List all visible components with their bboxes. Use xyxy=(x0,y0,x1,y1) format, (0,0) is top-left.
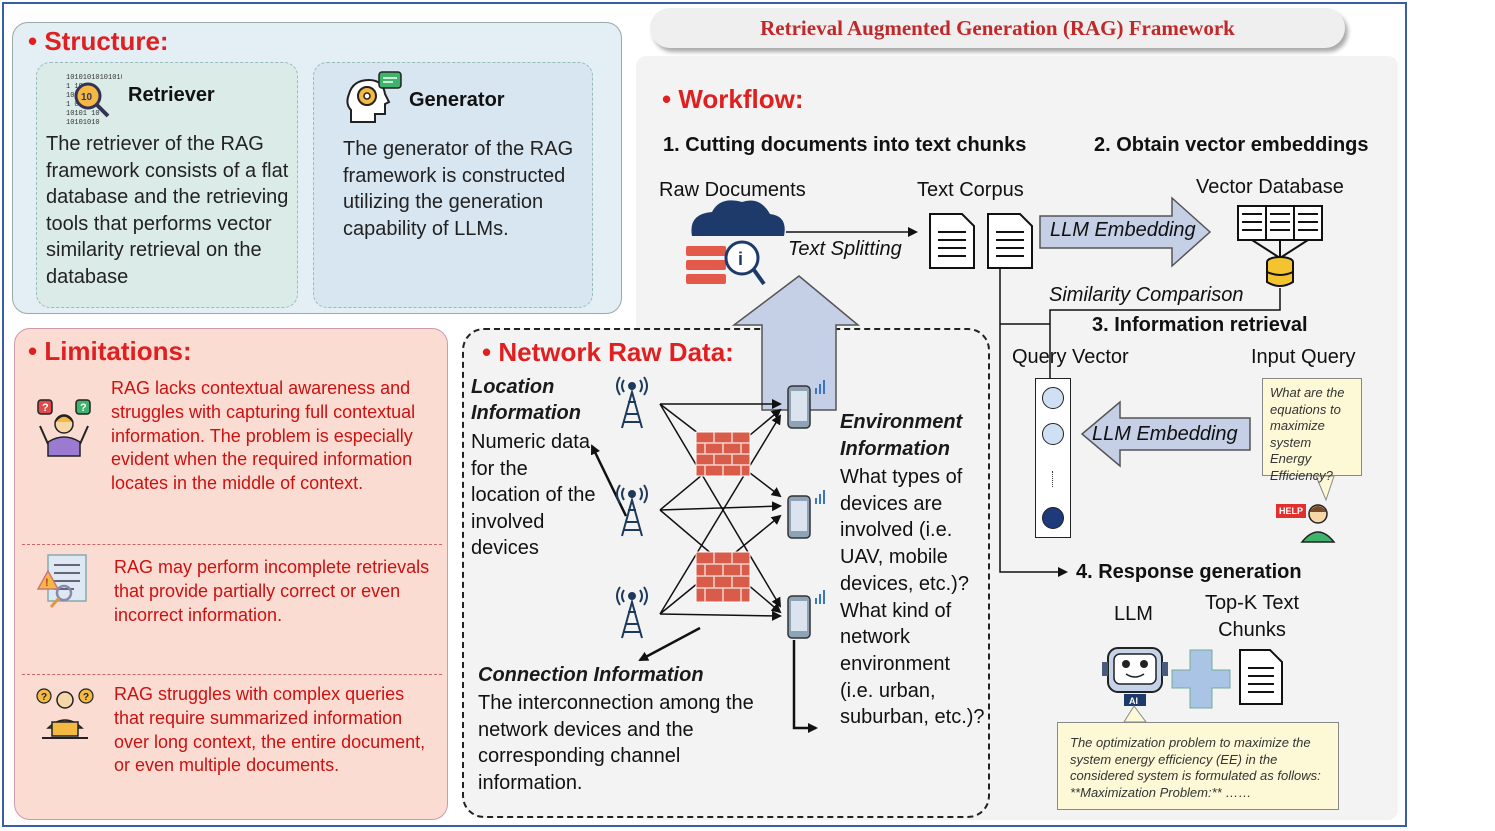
location-description: Numeric data for the location of the inv… xyxy=(471,431,596,559)
input-query-label: Input Query xyxy=(1251,346,1356,368)
questioning-person-icon: ? ? xyxy=(36,686,94,742)
limitation-divider xyxy=(22,674,442,675)
network-heading: • Network Raw Data: xyxy=(482,337,734,367)
step-2-title: 2. Obtain vector embeddings xyxy=(1094,134,1369,156)
outer-frame xyxy=(2,2,1407,827)
plus-icon xyxy=(1171,649,1231,709)
response-bubble: The optimization problem to maximize the… xyxy=(1057,722,1339,810)
svg-text:10101010101010: 10101010101010 xyxy=(66,74,122,82)
workflow-heading: • Workflow: xyxy=(662,84,804,114)
query-vector-label: Query Vector xyxy=(1012,346,1129,368)
environment-description: What types of devices are involved (i.e.… xyxy=(840,466,985,729)
location-title-line1: Location xyxy=(471,376,555,398)
cell-tower-icon xyxy=(616,586,648,639)
limitation-item-2: RAG may perform incomplete retrievals th… xyxy=(114,557,430,625)
environment-title-line1: Environment xyxy=(840,411,963,433)
llm-embedding-arrow xyxy=(1080,400,1251,468)
vector-element xyxy=(1042,507,1064,529)
retriever-description: The retriever of the RAG framework consi… xyxy=(46,133,289,288)
svg-text:10101 10: 10101 10 xyxy=(66,110,100,118)
svg-text:10: 10 xyxy=(81,92,93,103)
raw-documents-label: Raw Documents xyxy=(659,179,806,201)
document-warning-icon: ! xyxy=(34,553,94,611)
location-title-line2: Information xyxy=(471,402,581,424)
svg-text:?: ? xyxy=(83,692,89,703)
text-corpus-label: Text Corpus xyxy=(917,179,1024,201)
svg-text:?: ? xyxy=(41,692,47,703)
svg-text:?: ? xyxy=(42,402,49,414)
llm-robot-icon: AI xyxy=(1102,647,1168,706)
query-vector-icon xyxy=(1035,378,1071,538)
text-corpus-icon xyxy=(929,213,1033,269)
input-query-bubble: What are the equations to maximize syste… xyxy=(1262,378,1362,483)
top-k-label: Top-K Text Chunks xyxy=(1204,592,1300,641)
step-4-title: 4. Response generation xyxy=(1076,561,1302,583)
svg-text:?: ? xyxy=(80,402,87,414)
generator-title: Generator xyxy=(409,89,505,111)
limitation-item-1: RAG lacks contextual awareness and strug… xyxy=(111,378,416,494)
step-3-title: 3. Information retrieval xyxy=(1092,314,1308,336)
limitation-item-3: RAG struggles with complex queries that … xyxy=(114,684,426,776)
firewall-icon xyxy=(695,551,751,603)
retriever-title: Retriever xyxy=(128,84,215,106)
help-label: HELP xyxy=(1279,506,1304,516)
limitation-divider xyxy=(22,544,442,545)
text-splitting-label: Text Splitting xyxy=(788,238,902,260)
vector-element xyxy=(1042,423,1064,445)
firewall-icon xyxy=(695,431,751,477)
connection-title: Connection Information xyxy=(478,664,704,686)
vector-element xyxy=(1042,387,1064,409)
text-chunk-icon xyxy=(1239,649,1283,705)
mobile-phone-icon xyxy=(787,590,825,639)
raw-documents-icon: i xyxy=(686,200,785,286)
environment-title-line2: Information xyxy=(840,438,950,460)
generator-description: The generator of the RAG framework is co… xyxy=(343,138,574,240)
vector-database-icon xyxy=(1237,205,1323,287)
svg-text:1 101: 1 101 xyxy=(66,83,87,91)
step-1-title: 1. Cutting documents into text chunks xyxy=(663,134,1027,156)
llm-embedding-arrow xyxy=(1039,196,1212,268)
mobile-phone-icon xyxy=(787,490,825,539)
brain-gear-icon xyxy=(343,70,405,130)
llm-label: LLM xyxy=(1114,603,1153,625)
llm-embedding-label-1: LLM Embedding xyxy=(1050,219,1196,241)
help-person-icon xyxy=(1276,504,1336,543)
vector-ellipsis xyxy=(1052,471,1053,487)
svg-text:!: ! xyxy=(45,577,49,589)
cell-tower-icon xyxy=(616,484,648,537)
svg-text:i: i xyxy=(738,249,743,269)
svg-text:10101010: 10101010 xyxy=(66,119,100,127)
binary-search-icon: 10101010101010 1 101 10 01 1 010 10101 1… xyxy=(64,70,122,130)
confused-person-icon: ? ? xyxy=(34,398,94,458)
svg-text:AI: AI xyxy=(1129,696,1138,706)
mobile-phone-icon xyxy=(787,380,825,429)
svg-text:1 010: 1 010 xyxy=(66,101,87,109)
llm-embedding-label-2: LLM Embedding xyxy=(1092,423,1238,445)
connection-description: The interconnection among the network de… xyxy=(478,692,754,794)
structure-heading: • Structure: xyxy=(28,26,169,56)
limitations-heading: • Limitations: xyxy=(28,336,192,366)
page-title: Retrieval Augmented Generation (RAG) Fra… xyxy=(650,8,1345,48)
similarity-comparison-label: Similarity Comparison xyxy=(1049,284,1244,306)
vector-database-label: Vector Database xyxy=(1196,176,1344,198)
cell-tower-icon xyxy=(616,376,648,429)
network-to-rag-arrow xyxy=(731,275,861,411)
